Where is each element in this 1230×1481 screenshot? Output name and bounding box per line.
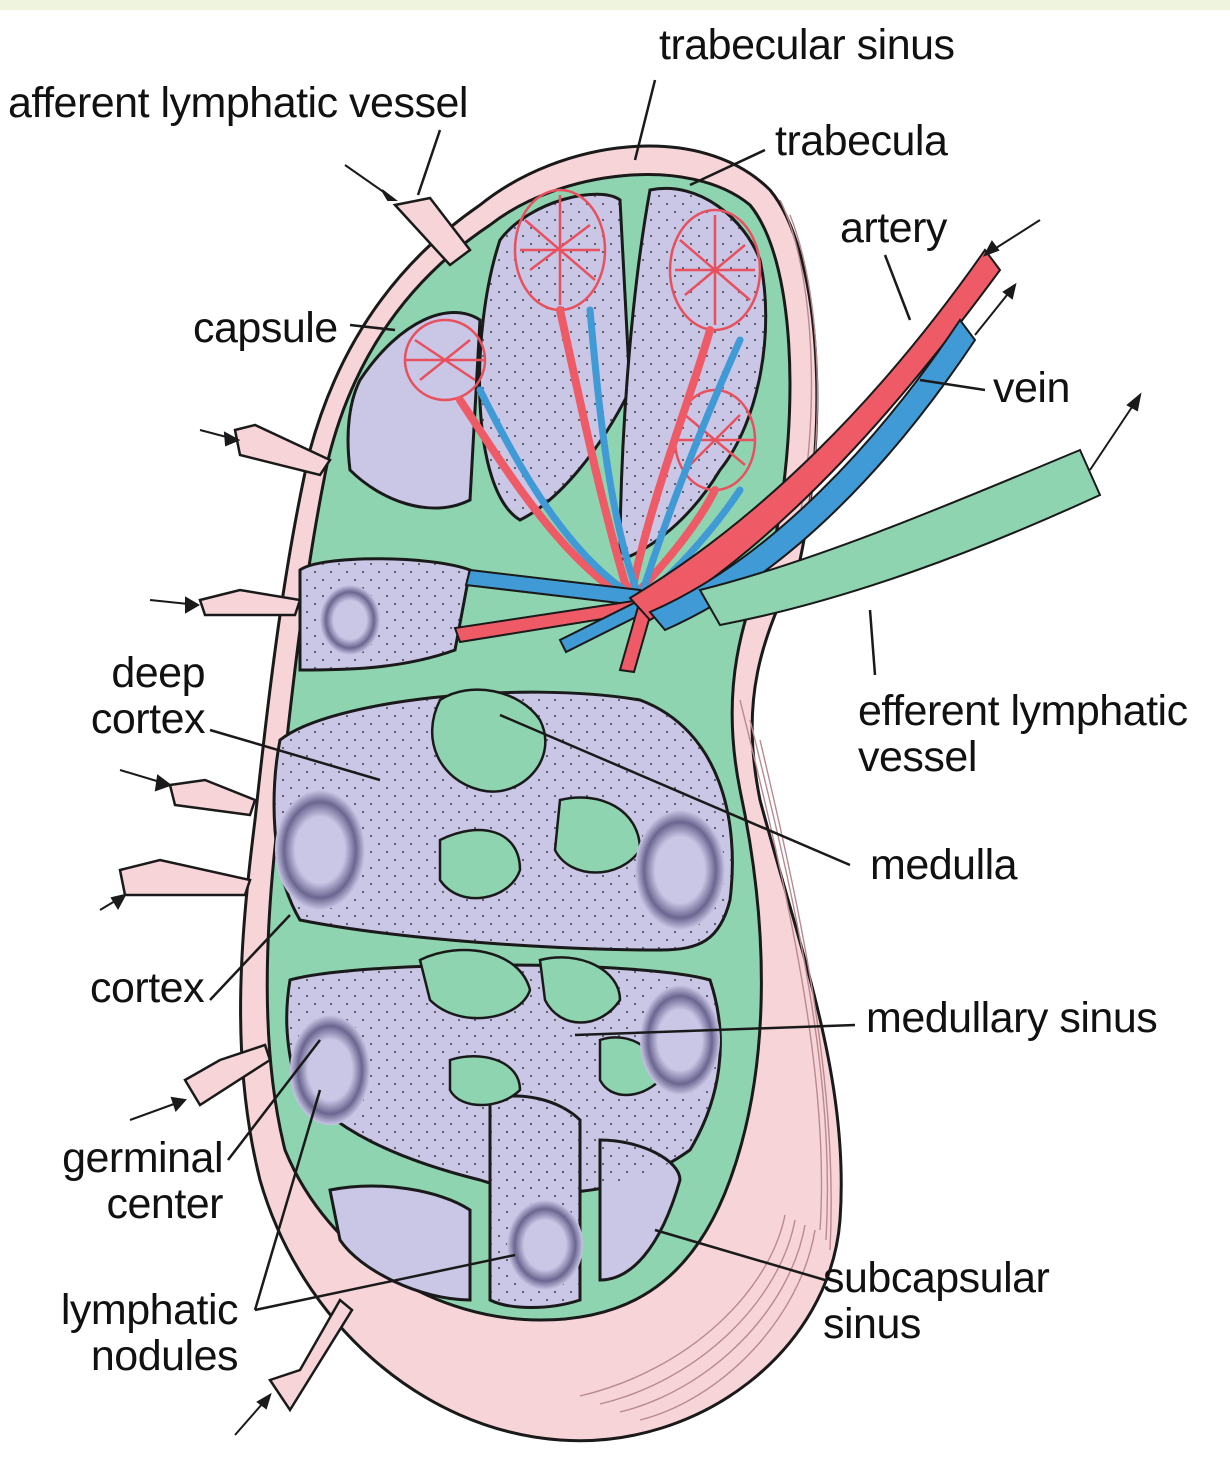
nodule-6 <box>320 585 380 655</box>
nodule-2 <box>635 810 725 930</box>
label-germinal-center: germinal center <box>62 1134 223 1228</box>
nodule-1 <box>275 790 365 910</box>
hilum-vessels <box>453 248 1102 674</box>
nodule-3 <box>640 985 720 1095</box>
afferent-vessels <box>118 196 472 1413</box>
label-capsule: capsule <box>193 304 338 352</box>
label-efferent-lymphatic-vessel: efferent lymphatic vessel <box>858 687 1188 781</box>
capsule-lamellae <box>579 199 832 1421</box>
flow-arrows <box>99 164 1142 1436</box>
vessel-branches <box>456 306 744 604</box>
efferent-vessel-shape <box>698 448 1102 627</box>
main-vein <box>648 318 977 632</box>
nodule-4 <box>290 1015 370 1125</box>
label-lymphatic-nodules: lymphatic nodules <box>60 1286 239 1380</box>
label-artery: artery <box>840 204 947 252</box>
main-artery <box>628 248 1002 622</box>
label-medulla: medulla <box>870 841 1018 889</box>
label-cortex: cortex <box>90 964 205 1012</box>
nodule-5 <box>507 1200 583 1290</box>
label-vein: vein <box>993 364 1070 412</box>
label-medullary-sinus: medullary sinus <box>866 994 1158 1042</box>
label-afferent-lymphatic-vessel: afferent lymphatic vessel <box>8 79 468 127</box>
label-subcapsular-sinus: subcapsular sinus <box>823 1254 1050 1348</box>
leader-lines <box>209 79 986 1312</box>
label-deep-cortex: deep cortex <box>90 649 206 743</box>
label-trabecula: trabecula <box>775 117 948 165</box>
top-strip <box>0 0 1230 10</box>
label-trabecular-sinus: trabecular sinus <box>659 21 955 69</box>
lymphatic-nodules <box>275 585 725 1290</box>
